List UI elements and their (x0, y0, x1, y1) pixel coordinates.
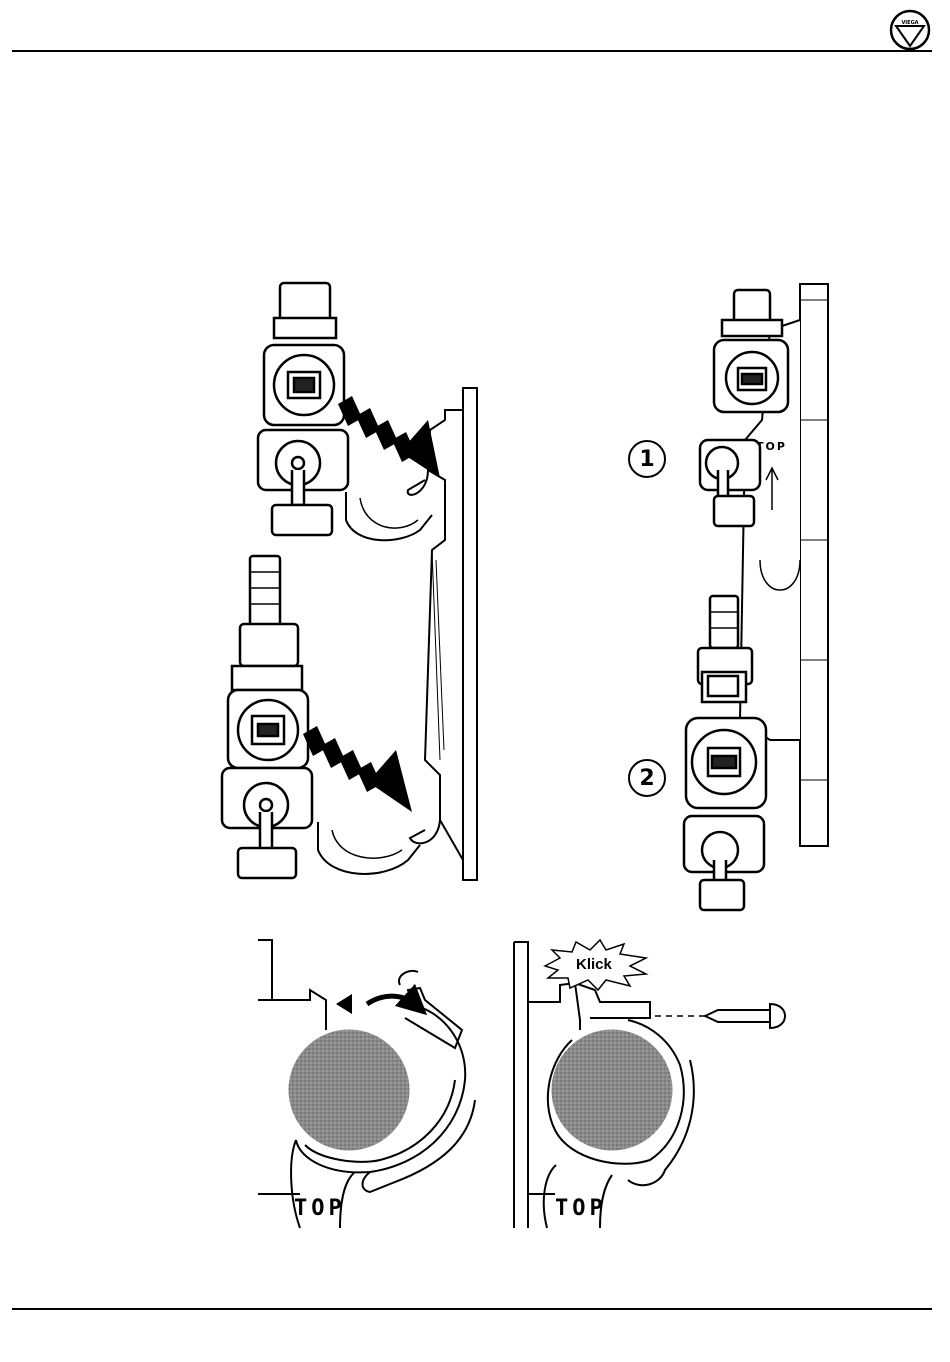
valve-assembly-upper-left (258, 283, 348, 535)
top-label-detail-left: TOP (294, 1196, 346, 1221)
klick-label: Klick (576, 956, 612, 973)
detail-view-right (514, 940, 785, 1228)
top-label-detail-right: TOP (555, 1196, 607, 1221)
detail-view-left (258, 940, 475, 1228)
footer-rule (12, 1308, 932, 1310)
top-label-bracket: TOP (756, 440, 787, 453)
callout-step-2: 2 (628, 759, 666, 797)
callout-step-1: 1 (628, 440, 666, 478)
mount-arrow-upper (338, 396, 440, 478)
valve-assembly-lower-left (222, 556, 312, 878)
mount-arrow-lower (303, 726, 412, 812)
